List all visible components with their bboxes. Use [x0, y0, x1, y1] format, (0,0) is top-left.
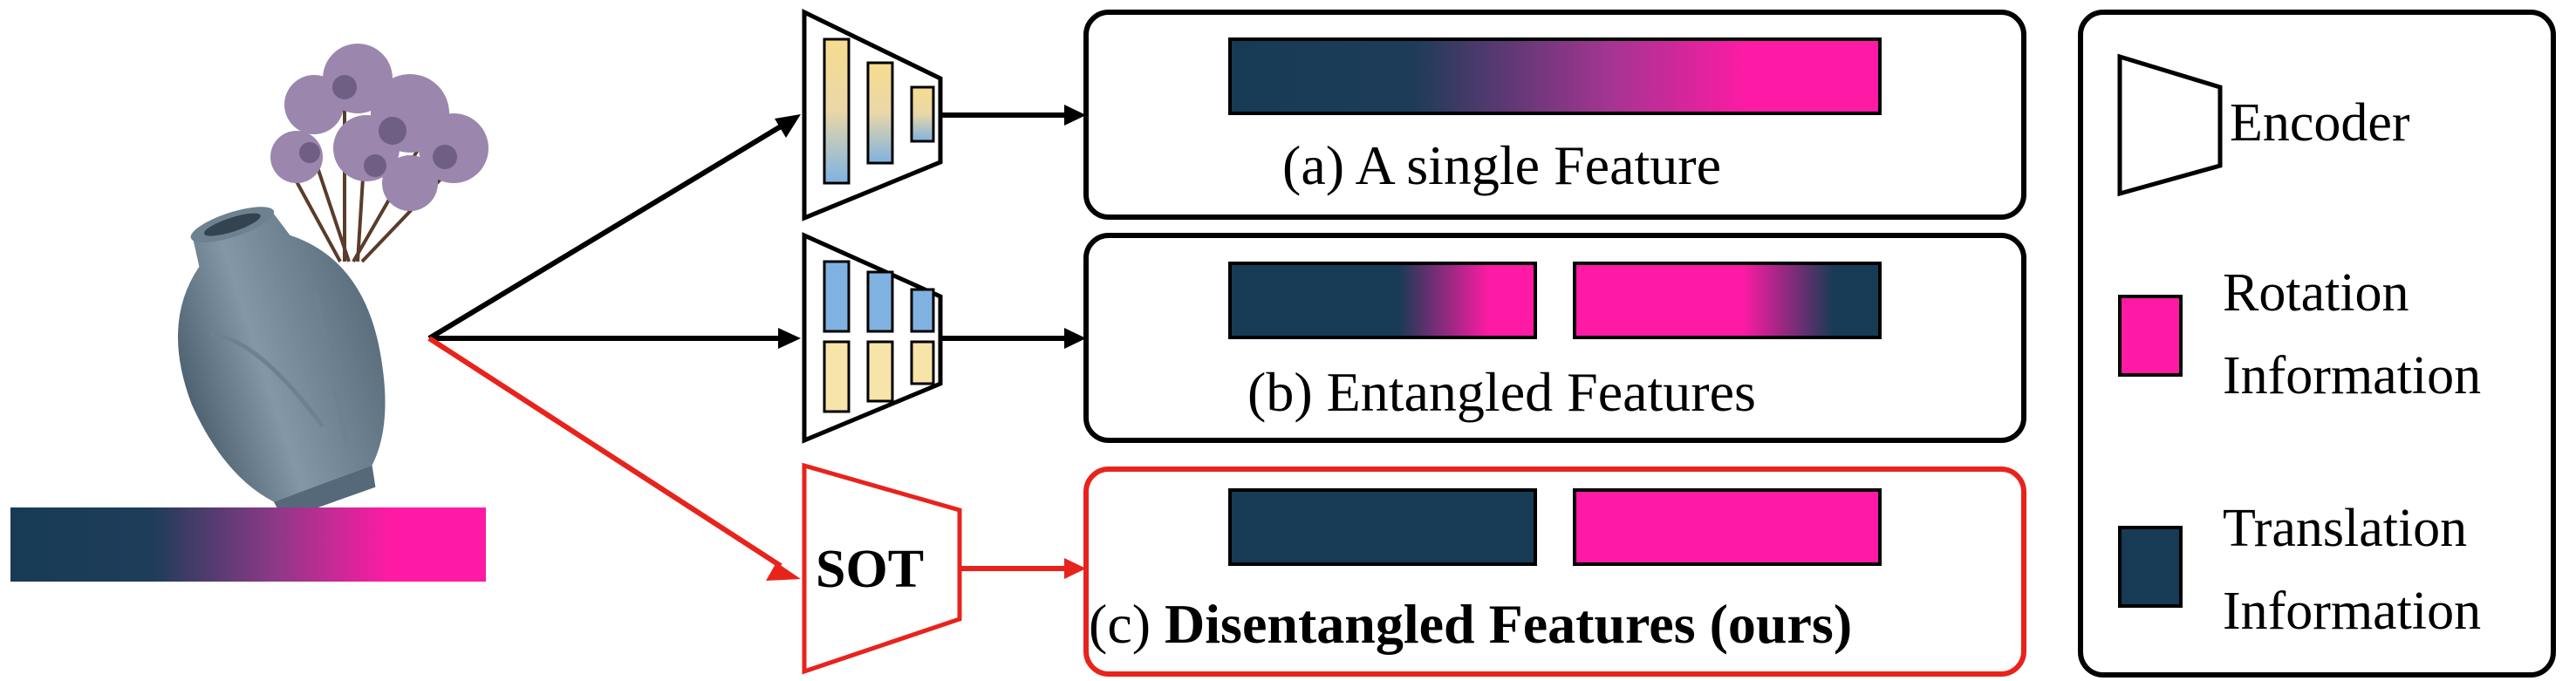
caption-entangled-features: (b) Entangled Features: [1247, 361, 1756, 423]
caption-disentangled-bold: Disentangled Features (ours): [1165, 593, 1853, 655]
arrows-from-input: [427, 114, 801, 581]
vase-with-flowers-icon: [177, 44, 489, 521]
caption-disentangled-prefix: (c): [1089, 593, 1165, 655]
sot-encoder: [802, 462, 962, 675]
feature-box-disentangled: [1083, 466, 2026, 677]
feature-box-single: [1083, 10, 2026, 220]
legend-rotation-label-line1: Rotation: [2223, 263, 2409, 323]
legend-encoder-icon: [2117, 53, 2223, 197]
legend-translation-label-line1: Translation: [2223, 499, 2468, 558]
legend-box: [2078, 10, 2556, 678]
legend-rotation-swatch: [2118, 295, 2183, 377]
arrows-to-features: [942, 105, 1086, 579]
legend-translation-label-line2: Information: [2223, 582, 2482, 641]
caption-disentangled-features: (c) Disentangled Features (ours): [1089, 596, 1852, 652]
sot-label: SOT: [816, 540, 925, 599]
feature-box-entangled: [1083, 233, 2026, 443]
encoder-a: [802, 9, 943, 221]
encoder-b: [802, 232, 943, 444]
legend-encoder-label: Encoder: [2230, 93, 2410, 153]
caption-single-feature: (a) A single Feature: [1282, 134, 1721, 196]
legend-translation-swatch: [2118, 526, 2183, 608]
legend-rotation-label-line2: Information: [2223, 346, 2482, 405]
input-feature-bar: [10, 507, 486, 582]
